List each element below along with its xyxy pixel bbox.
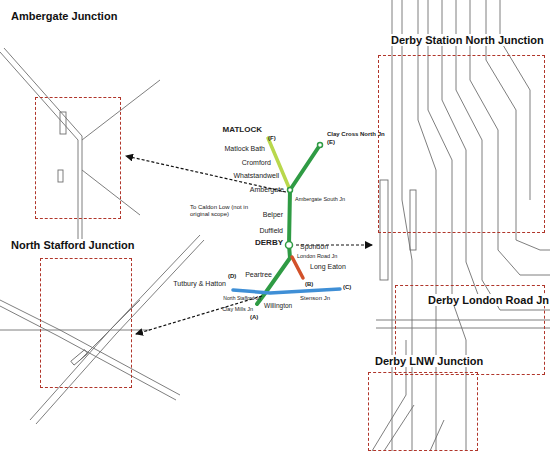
station-label: (F) — [268, 135, 276, 142]
station-label: Ambergate — [250, 186, 284, 194]
station-label: To Caldon Low (not in original scope) — [190, 204, 260, 217]
station-label: Matlock Bath — [225, 145, 265, 153]
station-label: Clay Cross North Jn — [327, 131, 385, 138]
inset-title: North Stafford Junction — [9, 239, 136, 251]
station-label: North Stafford Jn — [223, 296, 261, 302]
inset-title: Ambergate Junction — [9, 10, 119, 22]
inset-frame: Derby Station North Junction — [378, 55, 545, 233]
station-label: Cromford — [242, 159, 271, 167]
route-lines — [233, 138, 340, 304]
leader-arrows — [126, 156, 372, 334]
station-label: Long Eaton — [310, 263, 346, 271]
station-label: (A) — [250, 314, 258, 321]
station-label: Peartree — [245, 271, 272, 279]
station-label: Clay Mills Jn — [222, 306, 253, 312]
station-label: Tutbury & Hatton — [173, 280, 226, 288]
station-markers — [286, 143, 323, 249]
station-label: Ambergate South Jn — [295, 196, 345, 202]
station-label: DERBY — [255, 239, 283, 248]
station-label: London Road Jn — [297, 253, 337, 259]
station-label: Stenson Jn — [300, 295, 330, 302]
inset-frame: Ambergate Junction — [35, 97, 121, 219]
station-label: (B) — [305, 281, 313, 288]
station-label: Willington — [264, 302, 292, 309]
station-label: (E) — [327, 139, 335, 146]
station-label: Spondon — [300, 243, 328, 251]
station-label: (C) — [343, 284, 351, 291]
inset-title: Derby Station North Junction — [389, 34, 546, 46]
inset-title: Derby London Road Jn — [426, 294, 550, 306]
inset-frame: Derby LNW Junction — [368, 372, 478, 451]
station-label: MATLOCK — [223, 126, 262, 135]
station-label: Duffield — [259, 227, 283, 235]
station-label: Whatstandwell — [233, 172, 279, 180]
inset-title: Derby LNW Junction — [373, 355, 485, 367]
station-label: (D) — [228, 273, 236, 280]
station-label: Belper — [263, 211, 283, 219]
inset-frame: North Stafford Junction — [40, 258, 132, 388]
